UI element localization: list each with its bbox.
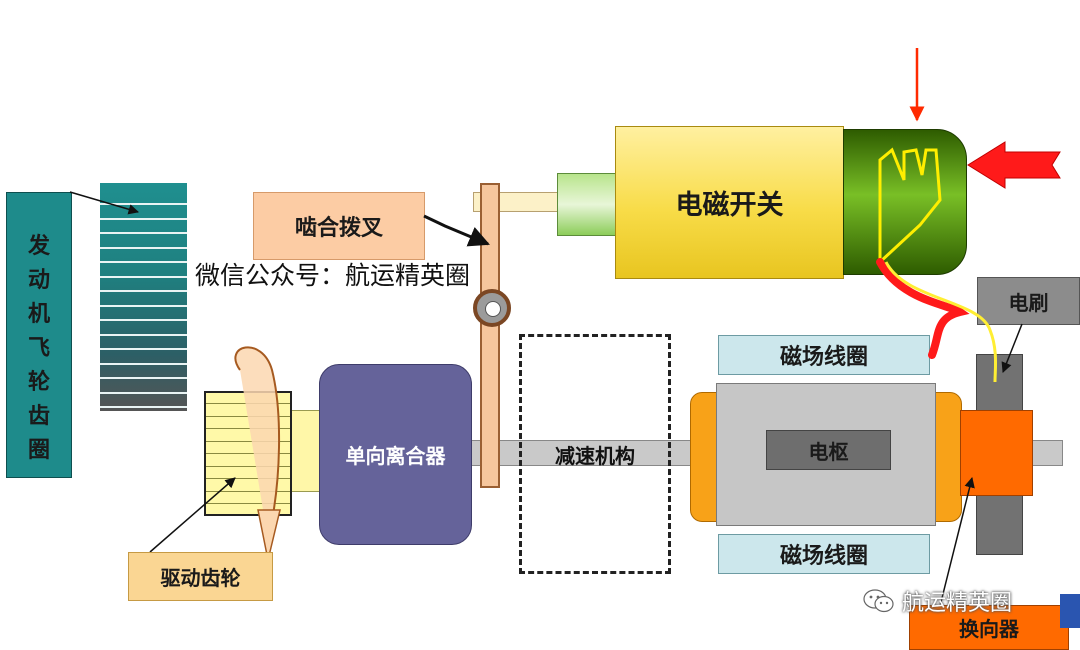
lever-pivot xyxy=(473,289,511,327)
wechat-icon xyxy=(863,589,894,613)
drive-gear-tooth xyxy=(206,415,290,417)
ring-gear-tooth xyxy=(100,319,187,321)
ring-gear-tooth xyxy=(100,290,187,292)
watermark-corner: 航运精英圈 xyxy=(862,585,1012,617)
drive-gear-tooth xyxy=(206,440,290,442)
ring-gear-tooth xyxy=(100,348,187,350)
drive-gear-tooth xyxy=(206,453,290,454)
one-way-clutch: 单向离合器 xyxy=(319,364,472,545)
reduction-mechanism-box xyxy=(519,334,671,574)
flywheel-label-char: 轮 xyxy=(27,369,50,395)
one-way-clutch-label: 单向离合器 xyxy=(345,444,446,468)
field-coil-bottom-label: 磁场线圈 xyxy=(718,534,930,574)
solenoid-switch: 电磁开关 xyxy=(615,126,844,279)
ring-gear-tooth xyxy=(100,232,187,234)
watermark-corner-text: 航运精英圈 xyxy=(902,591,1013,616)
flywheel-label-char: 机 xyxy=(27,301,50,327)
brush-label: 电刷 xyxy=(977,277,1080,325)
ring-gear-tooth xyxy=(100,275,187,278)
ring-gear-tooth xyxy=(100,261,187,263)
flywheel-label-char: 发 xyxy=(27,233,50,259)
ring-gear-tooth xyxy=(100,391,187,394)
ring-gear-tooth xyxy=(100,304,187,307)
ring-gear-tooth xyxy=(100,362,187,365)
flywheel-label-char: 圈 xyxy=(27,437,50,463)
flywheel-label-char: 齿 xyxy=(27,403,50,429)
drive-gear-label: 驱动齿轮 xyxy=(128,552,273,601)
watermark-center: 微信公众号：航运精英圈 xyxy=(195,261,471,290)
drive-gear-tooth xyxy=(206,403,290,404)
shift-lever xyxy=(480,183,500,488)
fork-leader xyxy=(423,214,490,247)
drive-gear-tooth xyxy=(206,465,290,467)
solenoid-coil xyxy=(843,129,967,275)
input-arrow-right xyxy=(967,141,1061,189)
shift-fork-label: 啮合拨叉 xyxy=(253,192,425,260)
corner-strip xyxy=(1060,594,1080,628)
ring-gear-tooth xyxy=(100,406,187,408)
solenoid-plunger xyxy=(557,173,617,236)
ring-gear-tooth xyxy=(100,333,187,336)
flywheel-ring-gear-label: 发 动 机 飞 轮 齿 圈 xyxy=(6,192,72,478)
drive-gear-tooth xyxy=(206,490,290,492)
solenoid-switch-label: 电磁开关 xyxy=(675,190,784,221)
armature: 电枢 xyxy=(766,430,891,470)
drive-gear-tooth xyxy=(206,428,290,429)
ring-gear-tooth xyxy=(100,377,187,379)
ring-gear-tooth xyxy=(100,217,187,220)
ring-gear-tooth xyxy=(100,203,187,205)
flywheel-label-char: 飞 xyxy=(27,335,50,361)
flywheel-ring-gear xyxy=(100,183,187,411)
drive-gear-hub xyxy=(290,410,322,492)
flywheel-label-char: 动 xyxy=(27,267,50,293)
reduction-mechanism-label: 减速机构 xyxy=(555,443,635,468)
drive-gear-tooth xyxy=(206,503,290,504)
drive-gear-tooth xyxy=(206,478,290,479)
armature-label: 电枢 xyxy=(808,439,849,464)
commutator xyxy=(960,410,1033,496)
drive-gear xyxy=(204,391,292,516)
ring-gear-tooth xyxy=(100,246,187,249)
field-coil-top-label: 磁场线圈 xyxy=(718,335,930,375)
